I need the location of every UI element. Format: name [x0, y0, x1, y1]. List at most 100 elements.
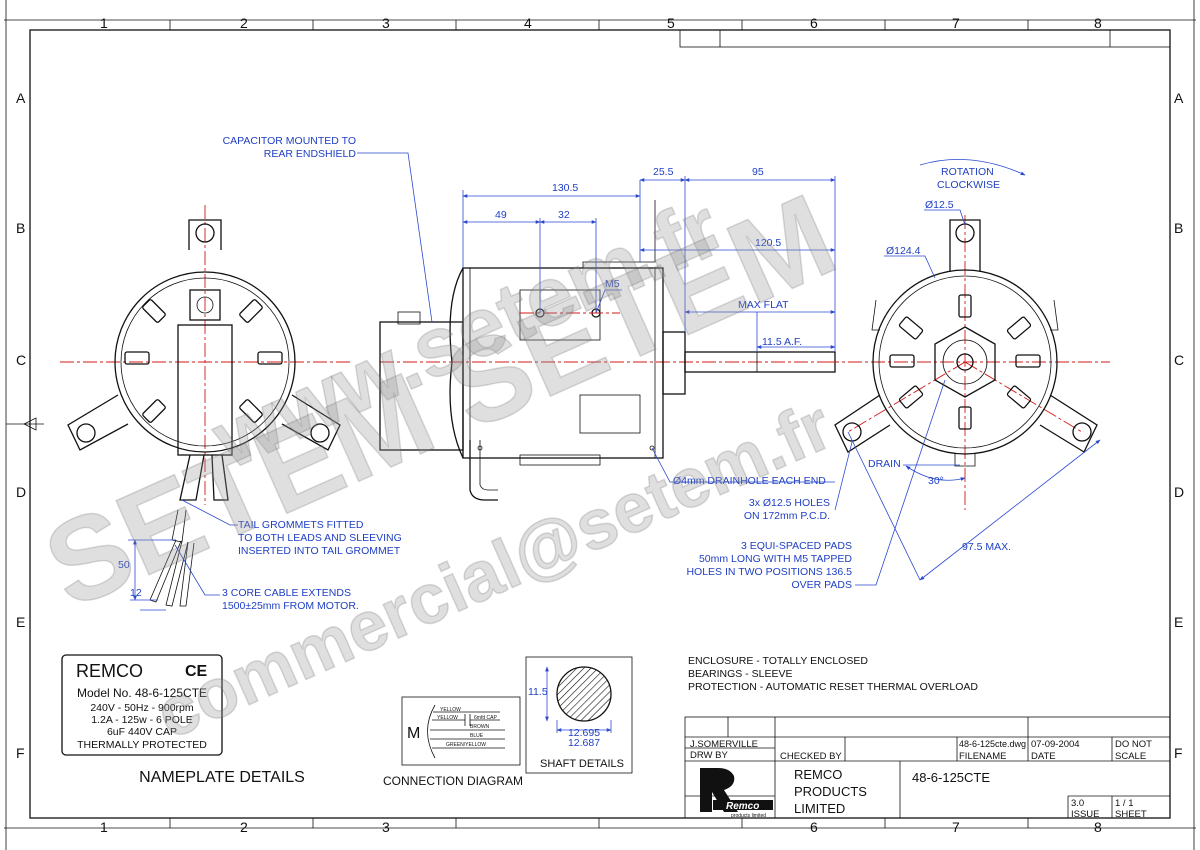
grid-row-label: C	[16, 352, 26, 368]
grid-column-labels-bottom: 1 2 3 6 7 8	[100, 819, 1102, 835]
rotation-line2: CLOCKWISE	[937, 179, 1000, 191]
holes-callout-line2: ON 172mm P.C.D.	[744, 510, 830, 522]
cable-callout-line1: 3 CORE CABLE EXTENDS	[222, 587, 351, 599]
drawing-number: 48-6-125CTE	[912, 770, 990, 785]
shaft-dia-max: 12.695	[568, 727, 600, 739]
title-block	[684, 716, 1171, 819]
grid-col-label: 2	[240, 15, 248, 31]
drain-label: DRAIN	[868, 458, 901, 470]
ce-mark: CE	[185, 663, 208, 680]
grid-col-label: 7	[952, 819, 960, 835]
drainhole-callout: Ø4mm DRAINHOLE EACH END	[673, 475, 826, 487]
connection-motor-label: M	[407, 725, 420, 742]
shaft-flat: 11.5	[528, 686, 548, 698]
company-line: LIMITED	[794, 801, 845, 816]
grid-col-label: 7	[952, 15, 960, 31]
grid-row-label: F	[1174, 745, 1183, 761]
grid-column-labels-top: 1 2 3 4 5 6 7 8	[100, 15, 1102, 31]
checked-by-label: CHECKED BY	[780, 751, 842, 762]
cable-callout-line2: 1500±25mm FROM MOTOR.	[222, 600, 359, 612]
pads-callout-line3: HOLES IN TWO POSITIONS 136.5	[686, 566, 852, 578]
shaft-dia-min: 12.687	[568, 737, 600, 749]
dim-97-5-max: 97.5 MAX.	[962, 541, 1011, 553]
grid-row-label: C	[1174, 352, 1184, 368]
shaft-details	[525, 656, 633, 774]
dim-32: 32	[558, 209, 570, 221]
dim-130-5: 130.5	[552, 182, 578, 194]
grid-row-label: D	[1174, 484, 1184, 500]
issue-label: ISSUE	[1071, 809, 1100, 820]
spec-bearings: BEARINGS - SLEEVE	[688, 668, 792, 680]
nameplate-brand: REMCO	[76, 661, 143, 681]
sheet-value: 1 / 1	[1115, 798, 1134, 809]
capacitor-callout-line2: REAR ENDSHIELD	[264, 148, 357, 160]
grid-col-label: 1	[100, 819, 108, 835]
grid-row-label: B	[16, 220, 25, 236]
grid-col-label: 6	[810, 15, 818, 31]
grid-row-label: F	[16, 745, 25, 761]
date-value: 07-09-2004	[1031, 739, 1080, 750]
grid-col-label: 4	[524, 15, 532, 31]
dim-cable-12: 12	[130, 587, 142, 599]
rear-end-view	[60, 205, 350, 611]
grid-col-label: 5	[667, 15, 675, 31]
company-line: PRODUCTS	[794, 784, 867, 799]
tail-grommets-line2: TO BOTH LEADS AND SLEEVING	[238, 532, 402, 544]
drawing-frame	[4, 0, 1196, 850]
dim-25-5: 25.5	[653, 166, 674, 178]
nameplate-model: Model No. 48-6-125CTE	[77, 686, 207, 700]
nameplate-line: 6uF 440V CAP	[107, 726, 177, 738]
grid-col-label: 2	[240, 819, 248, 835]
wire-label: YELLOW	[440, 707, 461, 713]
nameplate-line: THERMALLY PROTECTED	[77, 739, 207, 751]
grid-col-label: 3	[382, 819, 390, 835]
tail-grommets-line3: INSERTED INTO TAIL GROMMET	[238, 545, 401, 557]
rotation-line1: ROTATION	[941, 166, 994, 178]
filename-value: 48-6-125cte.dwg	[959, 739, 1026, 749]
nameplate-caption: NAMEPLATE DETAILS	[139, 769, 305, 786]
side-view	[174, 152, 836, 596]
pads-callout-line4: OVER PADS	[792, 579, 853, 591]
spec-enclosure: ENCLOSURE - TOTALLY ENCLOSED	[688, 655, 868, 667]
logo-subtext: products limited	[731, 813, 766, 819]
date-label: DATE	[1031, 751, 1056, 762]
dim-120-5: 120.5	[755, 237, 781, 249]
pads-callout-line1: 3 EQUI-SPACED PADS	[741, 540, 852, 552]
tail-grommets-line1: TAIL GROMMETS FITTED	[238, 519, 364, 531]
wire-label: GREEN/YELLOW	[446, 742, 486, 748]
shaft-caption: SHAFT DETAILS	[540, 758, 624, 770]
wire-label: YELLOW	[437, 715, 458, 721]
drawn-by-name: J.SOMERVILLE	[690, 739, 758, 750]
grid-row-label: D	[16, 484, 26, 500]
grid-col-label: 8	[1094, 15, 1102, 31]
nameplate-line: 240V - 50Hz - 900rpm	[90, 702, 194, 714]
grid-col-label: 6	[810, 819, 818, 835]
grid-row-labels-right: A B C D E F	[1174, 90, 1184, 761]
remco-logo	[700, 768, 773, 812]
pads-callout-line2: 50mm LONG WITH M5 TAPPED	[699, 553, 852, 565]
sheet-label: SHEET	[1115, 809, 1147, 820]
company-line: REMCO	[794, 767, 842, 782]
holes-callout-line1: 3x Ø12.5 HOLES	[749, 497, 830, 509]
grid-row-label: A	[1174, 90, 1184, 106]
grid-row-labels-left: A B C D E F	[16, 90, 26, 761]
wire-label: BROWN	[470, 724, 490, 730]
drawn-by-label: DRW BY	[690, 750, 728, 761]
grid-row-label: A	[16, 90, 26, 106]
grid-col-label: 3	[382, 15, 390, 31]
max-flat-label: MAX FLAT	[738, 299, 789, 311]
connection-caption: CONNECTION DIAGRAM	[383, 774, 523, 788]
dim-cable-50: 50	[118, 559, 130, 571]
m5-label: M5	[605, 278, 620, 290]
grid-row-label: B	[1174, 220, 1183, 236]
capacitor-callout-line1: CAPACITOR MOUNTED TO	[223, 135, 356, 147]
spec-protection: PROTECTION - AUTOMATIC RESET THERMAL OVE…	[688, 681, 978, 693]
dim-angle-30: 30°	[928, 475, 944, 487]
wire-label: BLUE	[470, 733, 484, 739]
grid-col-label: 8	[1094, 819, 1102, 835]
dim-dia-12-5: Ø12.5	[925, 199, 954, 211]
grid-col-label: 1	[100, 15, 108, 31]
dim-49: 49	[495, 209, 507, 221]
dim-dia-124-4: Ø124.4	[886, 245, 921, 257]
